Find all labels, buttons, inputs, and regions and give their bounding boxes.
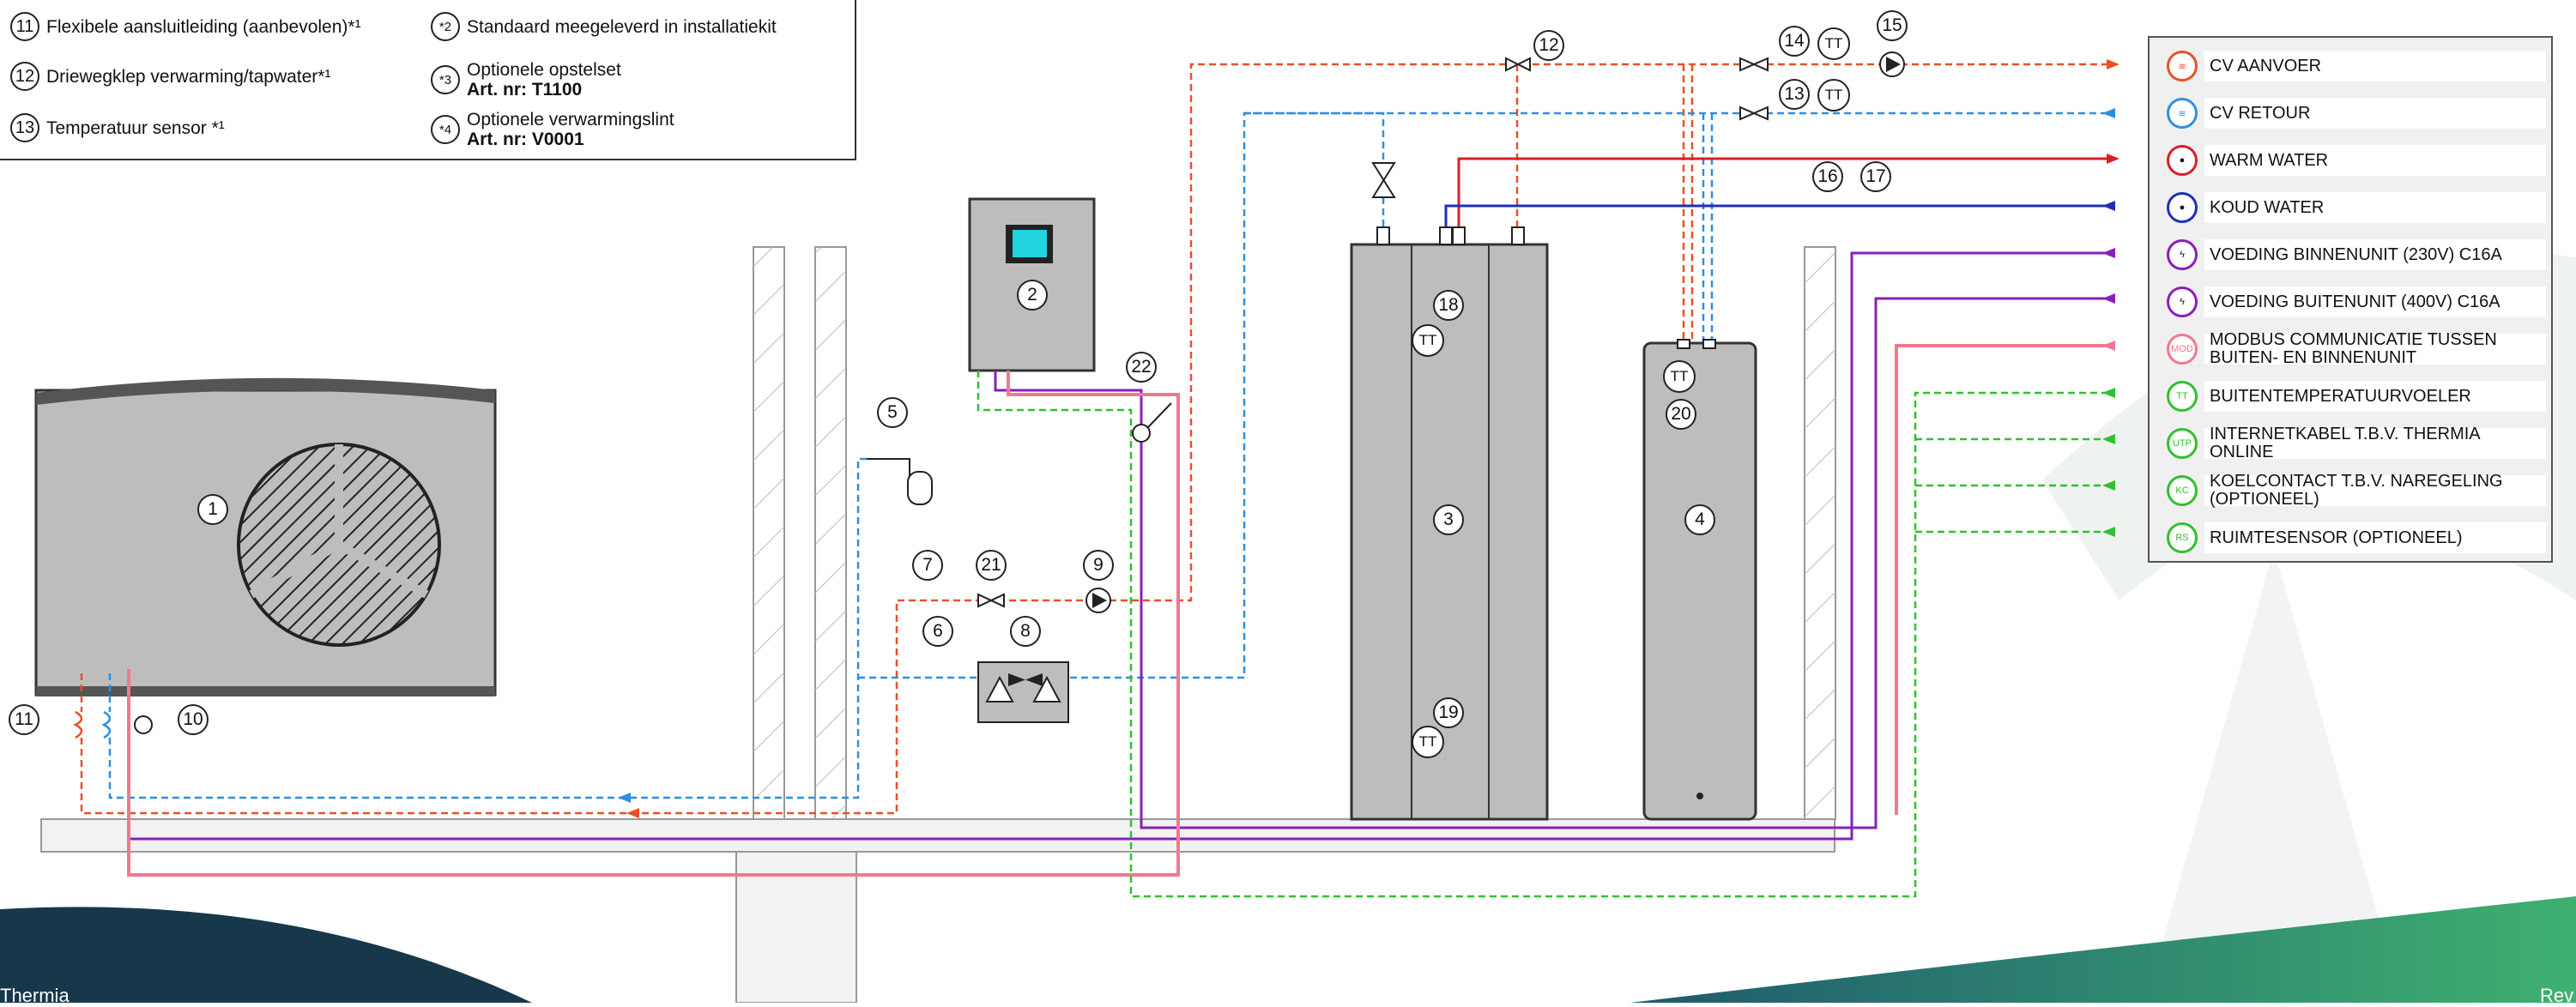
connection-koud-water: ● KOUD WATER [2167,190,2546,226]
callout-11: 11 [9,704,39,735]
modbus-icon: MOD [2167,334,2198,365]
legend-item-11: 11 Flexibele aansluitleiding (aanbevolen… [10,12,361,41]
connection-internetkabel: UTP INTERNETKABEL T.B.V. THERMIA ONLINE [2167,425,2546,461]
tt-sensor-boiler: TT [1663,360,1696,393]
legend-symbol: *3 [431,65,460,94]
connection-label: CV AANVOER [2204,51,2546,81]
callout-4: 4 [1684,504,1715,535]
connection-label: VOEDING BINNENUNIT (230V) C16A [2204,239,2546,270]
legend-text: Flexibele aansluitleiding (aanbevolen)*¹ [46,16,361,37]
floor-slab [40,818,1835,853]
callout-1: 1 [197,494,228,525]
callout-2: 2 [1017,280,1048,311]
lightning-icon: ϟ [2167,239,2198,270]
callout-21: 21 [976,550,1007,581]
legend-text: Optionele verwarmingslint [467,110,674,130]
connection-warm-water: ● WARM WATER [2167,142,2546,178]
callout-5: 5 [877,397,908,428]
callout-22: 22 [1126,352,1157,383]
callout-13: 13 [1779,79,1810,110]
rs-icon: RS [2167,522,2198,553]
radiator-icon: ≋ [2167,98,2198,129]
callout-6: 6 [922,616,953,647]
footer-revision: Rev [2540,985,2574,1006]
background-watermark [2145,549,2403,1003]
footer-band-right [1630,896,2576,1003]
callout-8: 8 [1010,616,1041,647]
legend-text: Temperatuur sensor *¹ [46,118,225,138]
tt-sensor-tank-top: TT [1412,324,1444,357]
callout-15: 15 [1877,10,1908,41]
connection-label: RUIMTESENSOR (OPTIONEEL) [2204,522,2546,553]
connection-koelcontact: KC KOELCONTACT T.B.V. NAREGELING (OPTION… [2167,473,2546,509]
connection-label: MODBUS COMMUNICATIE TUSSEN BUITEN- EN BI… [2204,331,2546,367]
tt-sensor-tank-bottom: TT [1412,726,1444,758]
legend-number: 12 [10,62,39,91]
legend-article-number: Art. nr: V0001 [467,130,584,149]
callout-18: 18 [1433,290,1464,321]
legend-number: 11 [10,12,39,41]
tt-icon: TT [2167,381,2198,412]
footer-brand: Thermia [0,985,70,1006]
drop-icon: ● [2167,192,2198,223]
connection-voeding-buitenunit: ϟ VOEDING BUITENUNIT (400V) C16A [2167,284,2546,320]
connection-label: KOUD WATER [2204,192,2546,223]
connection-label: VOEDING BUITENUNIT (400V) C16A [2204,286,2546,317]
connection-label: CV RETOUR [2204,98,2546,129]
footer-band-left [0,907,532,1003]
connection-label: BUITENTEMPERATUURVOELER [2204,381,2546,412]
connection-label: WARM WATER [2204,145,2546,176]
kc-icon: KC [2167,475,2198,506]
foundation-pillar [735,851,857,1003]
connection-modbus: MOD MODBUS COMMUNICATIE TUSSEN BUITEN- E… [2167,331,2546,367]
radiator-icon: ≋ [2167,51,2198,81]
tt-sensor-cv-supply: TT [1817,27,1850,60]
tt-sensor-cv-return: TT [1817,79,1850,112]
connection-label: INTERNETKABEL T.B.V. THERMIA ONLINE [2204,425,2546,461]
connection-voeding-binnenunit: ϟ VOEDING BINNENUNIT (230V) C16A [2167,237,2546,273]
callout-20: 20 [1666,399,1696,430]
connection-cv-aanvoer: ≋ CV AANVOER [2167,48,2546,84]
valve-icons [977,57,1769,608]
boiler-tank [1642,341,1757,821]
connection-label: KOELCONTACT T.B.V. NAREGELING (OPTIONEEL… [2204,473,2546,509]
drop-icon: ● [2167,145,2198,176]
legend-text: Standaard meegeleverd in installatiekit [467,16,777,37]
callout-16: 16 [1812,161,1843,192]
callout-14: 14 [1779,26,1810,57]
connection-buitentemperatuurvoeler: TT BUITENTEMPERATUURVOELER [2167,378,2546,414]
connections-panel: ≋ CV AANVOER ≋ CV RETOUR ● WARM WATER ● … [2148,36,2553,563]
connection-ruimtesensor: RS RUIMTESENSOR (OPTIONEEL) [2167,520,2546,556]
callout-10: 10 [178,704,209,735]
callout-12: 12 [1533,30,1564,61]
utp-icon: UTP [2167,428,2198,459]
legend-number: 13 [10,113,39,142]
lightning-icon: ϟ [2167,286,2198,317]
legend-item-star2: *2 Standaard meegeleverd in installatiek… [431,12,777,41]
connection-cv-retour: ≋ CV RETOUR [2167,95,2546,131]
legend-text: Driewegklep verwarming/tapwater*¹ [46,66,331,87]
legend-box: 11 Flexibele aansluitleiding (aanbevolen… [0,0,856,160]
legend-symbol: *2 [431,12,460,41]
callout-17: 17 [1860,161,1891,192]
legend-item-13: 13 Temperatuur sensor *¹ [10,113,225,142]
callout-9: 9 [1083,550,1114,581]
callout-7: 7 [912,550,943,581]
legend-text: Optionele opstelset [467,60,621,80]
legend-item-12: 12 Driewegklep verwarming/tapwater*¹ [10,62,330,91]
legend-symbol: *4 [431,115,460,144]
legend-article-number: Art. nr: T1100 [467,80,583,99]
callout-19: 19 [1433,697,1464,728]
callout-3: 3 [1433,504,1464,535]
